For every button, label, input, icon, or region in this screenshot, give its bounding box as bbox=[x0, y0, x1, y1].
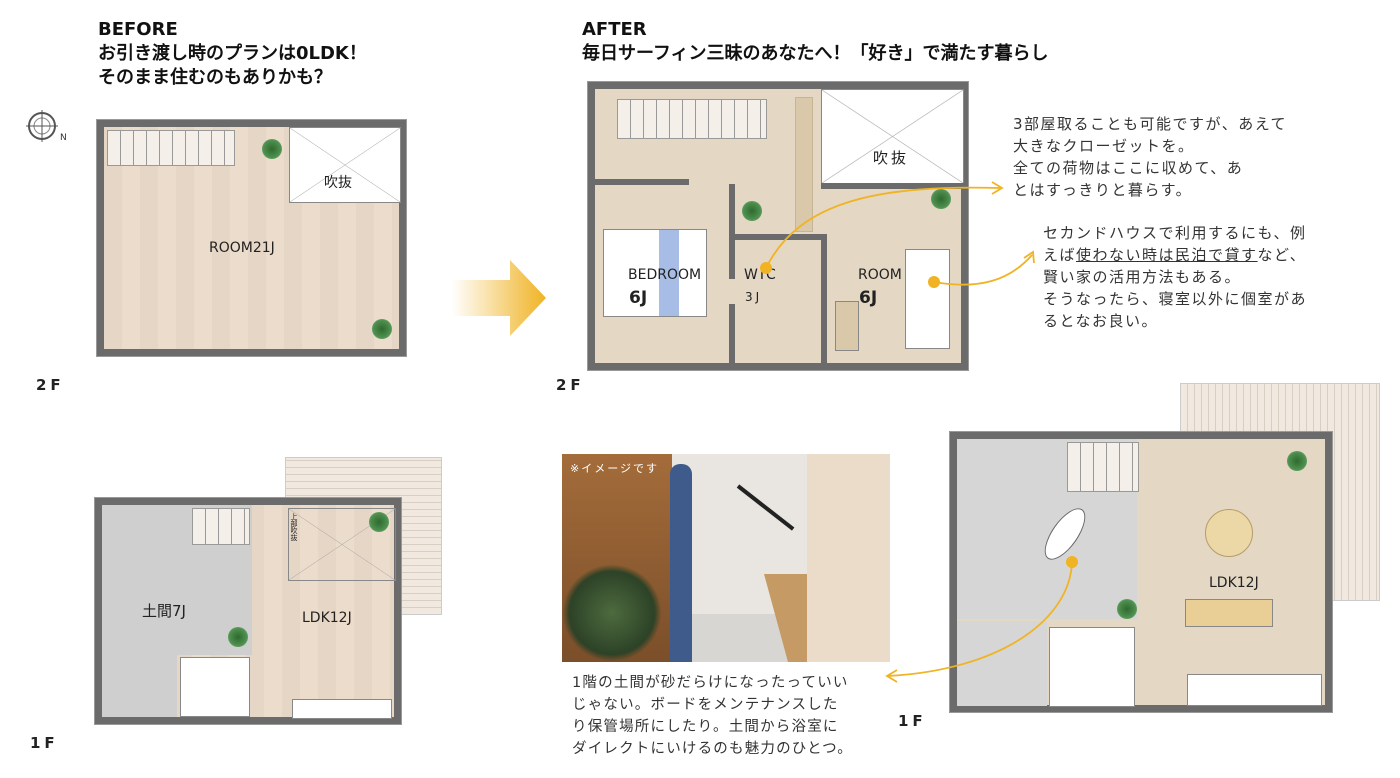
bedroom-label: BEDROOM bbox=[628, 267, 702, 283]
kitchen bbox=[1187, 674, 1322, 706]
plant-icon bbox=[369, 512, 389, 532]
table bbox=[1185, 599, 1273, 627]
interior-photo: ※イメージです bbox=[562, 454, 890, 662]
bathtub bbox=[1049, 627, 1135, 707]
doma-note: 1階の土間が砂だらけになったっていいじゃない。ボードをメンテナンスしたり保管場所… bbox=[572, 675, 854, 757]
plant-icon bbox=[262, 139, 282, 159]
wic-label: WIC bbox=[744, 267, 778, 283]
before-heading: BEFORE お引き渡し時のプランは0LDK！ そのまま住むのもありかも？ bbox=[98, 18, 367, 90]
void-area bbox=[821, 89, 964, 184]
bed bbox=[905, 249, 950, 349]
bathtub bbox=[180, 657, 250, 717]
after-1f-plan: LDK12J bbox=[949, 431, 1333, 713]
before-2f-label: 2F bbox=[36, 376, 65, 394]
before-1f-plan: 上部吹抜 土間7J LDK12J bbox=[94, 497, 402, 725]
plant-icon bbox=[228, 627, 248, 647]
doma-label: 土間7J bbox=[142, 602, 186, 620]
counter bbox=[795, 97, 813, 232]
room-label: ROOM21J bbox=[209, 240, 275, 256]
after-heading: AFTER 毎日サーフィン三昧のあなたへ！「好き」で満たす暮らし bbox=[582, 18, 1049, 66]
void-note: 上部吹抜 bbox=[290, 513, 298, 541]
desk bbox=[835, 301, 859, 351]
svg-text:N: N bbox=[60, 133, 67, 143]
void-area bbox=[289, 127, 401, 203]
bed bbox=[603, 229, 707, 317]
plant-icon bbox=[1117, 599, 1137, 619]
closet-note: 3部屋取ることも可能ですが、あえて大きなクローゼットを。全ての荷物はここに収めて… bbox=[1013, 115, 1287, 199]
second-house-note: セカンドハウスで利用するにも、例 えば使わない時は民泊で貸すなど、 賢い家の活用… bbox=[1043, 224, 1308, 330]
before-title-line1: お引き渡し時のプランは0LDK！ bbox=[98, 43, 367, 64]
plant-icon bbox=[742, 201, 762, 221]
stairs bbox=[617, 99, 767, 139]
kitchen bbox=[292, 699, 392, 719]
wic-size: 3J bbox=[745, 290, 763, 304]
room-label: ROOM bbox=[858, 267, 902, 283]
after-2f-plan: 吹抜 BEDROOM 6J WIC 3J ROOM 6J bbox=[587, 81, 969, 371]
arrow-right-icon bbox=[452, 260, 548, 340]
plant-icon bbox=[931, 189, 951, 209]
bedroom-size: 6J bbox=[629, 288, 648, 308]
after-1f-label: 1F bbox=[898, 712, 927, 730]
void-label: 吹抜 bbox=[873, 149, 910, 167]
before-1f-label: 1F bbox=[30, 734, 59, 752]
void-label: 吹抜 bbox=[324, 175, 352, 191]
before-label: BEFORE bbox=[98, 19, 178, 40]
stairs bbox=[107, 130, 235, 166]
room-size: 6J bbox=[859, 288, 878, 308]
plant-icon bbox=[1287, 451, 1307, 471]
stairs bbox=[1067, 442, 1139, 492]
ldk-label: LDK12J bbox=[302, 610, 352, 626]
void-area bbox=[288, 508, 396, 581]
photo-caption: ※イメージです bbox=[570, 462, 659, 475]
dining-table bbox=[1205, 509, 1253, 557]
after-title: 毎日サーフィン三昧のあなたへ！「好き」で満たす暮らし bbox=[582, 43, 1049, 64]
stairs bbox=[192, 508, 250, 545]
plant-icon bbox=[372, 319, 392, 339]
ldk-label: LDK12J bbox=[1209, 575, 1259, 591]
after-2f-label: 2F bbox=[556, 376, 585, 394]
compass-icon: N bbox=[16, 106, 72, 150]
after-label: AFTER bbox=[582, 19, 647, 40]
before-2f-plan: 吹抜 ROOM21J bbox=[96, 119, 407, 357]
before-title-line2: そのまま住むのもありかも？ bbox=[98, 67, 332, 88]
